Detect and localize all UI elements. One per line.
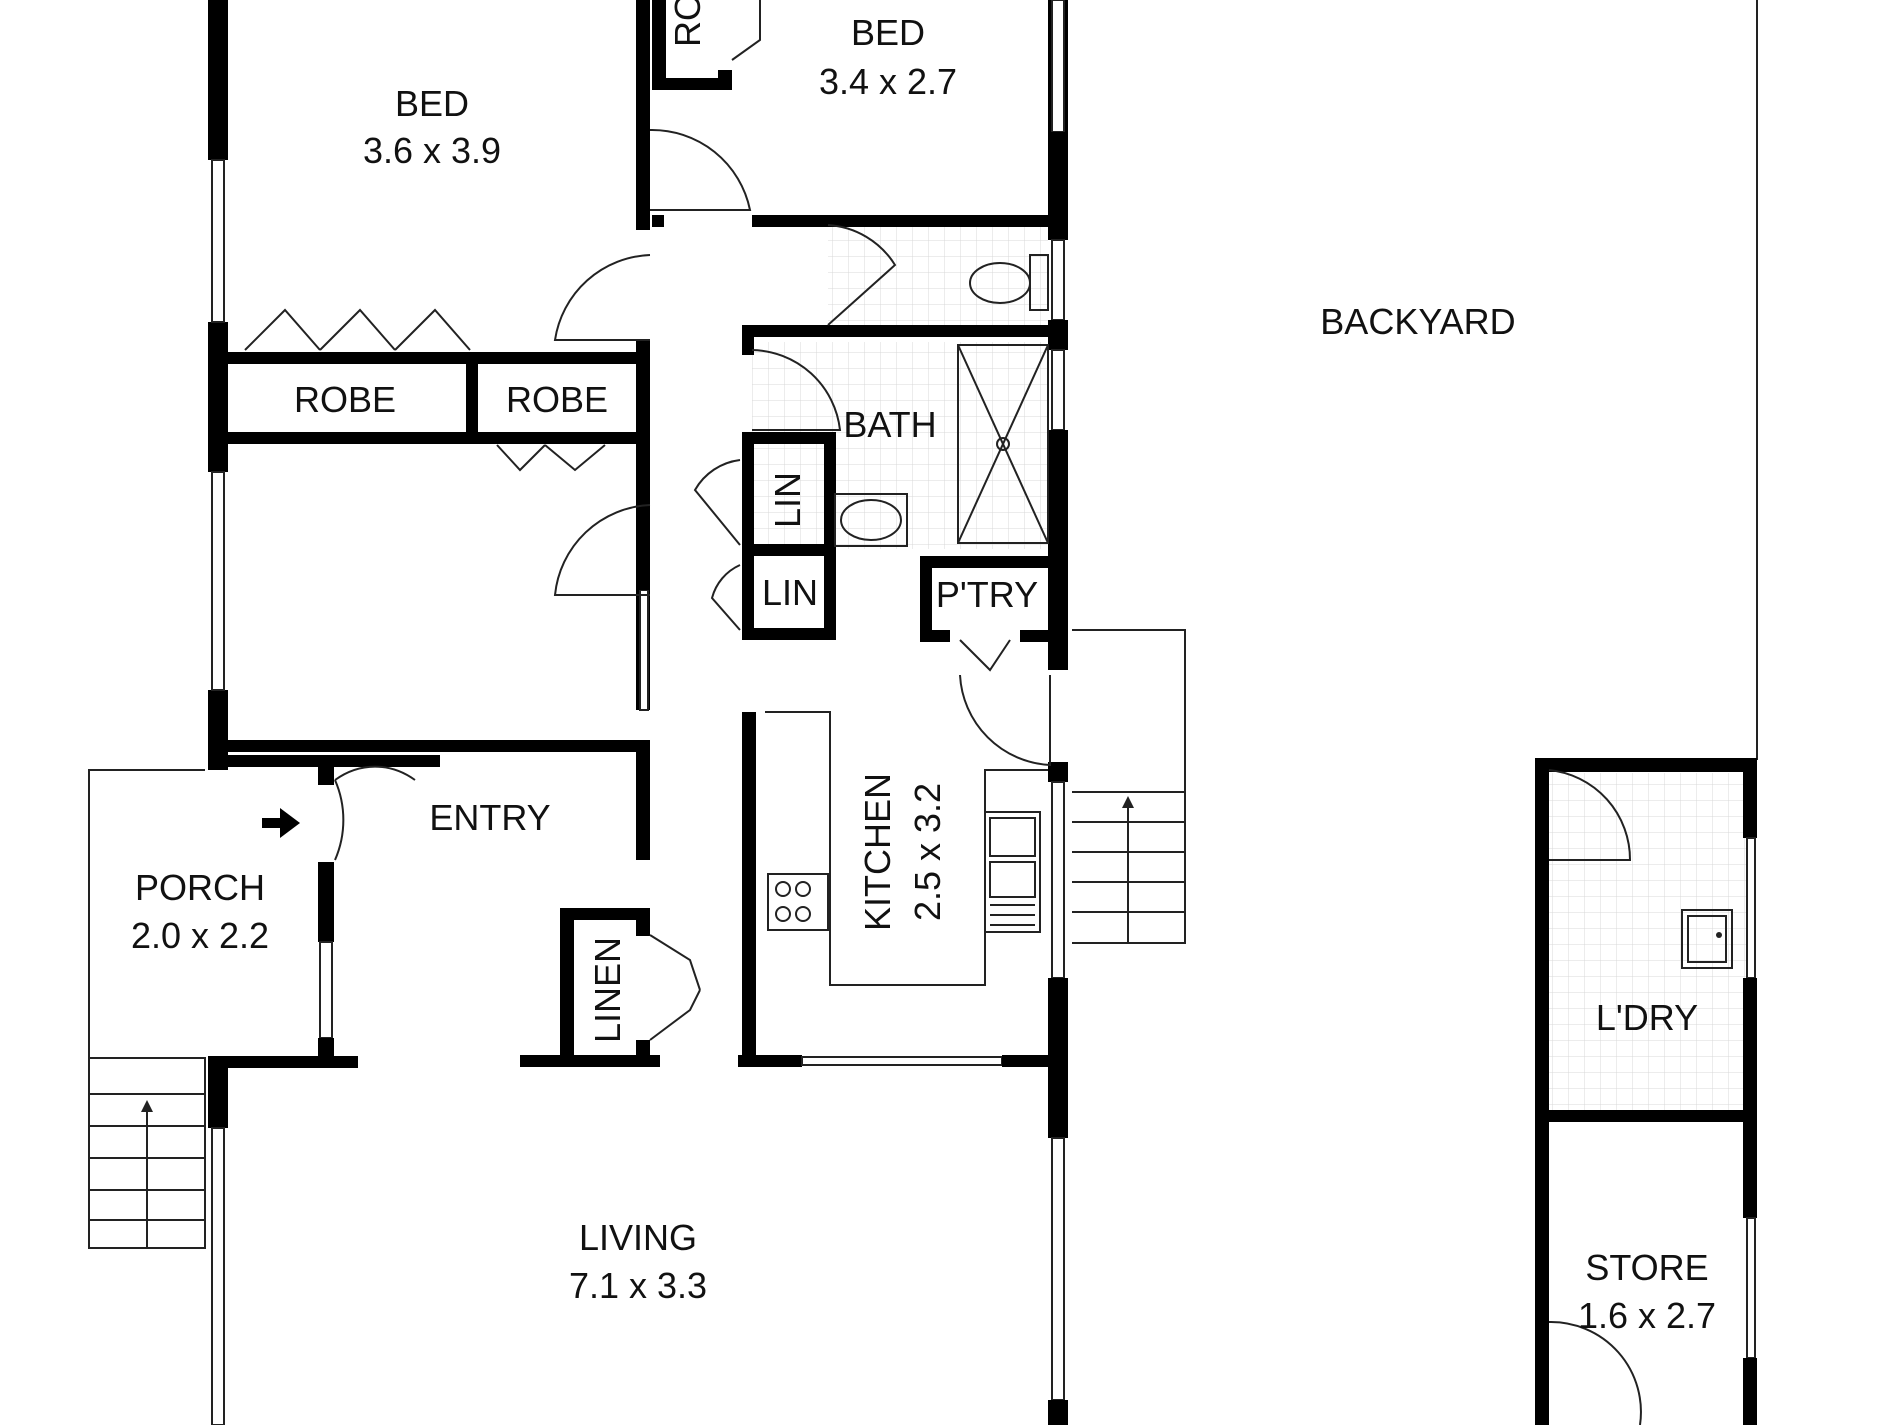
laundry-tub-icon xyxy=(1681,909,1733,969)
room-size-living: 7.1 x 3.3 xyxy=(569,1265,707,1306)
kitchen-sink-icon xyxy=(984,811,1041,933)
room-name-bath: BATH xyxy=(843,404,936,445)
room-name-entry: ENTRY xyxy=(429,797,550,838)
room-name-laundry: L'DRY xyxy=(1596,997,1698,1038)
porch-outline xyxy=(88,769,205,1248)
room-size-store: 1.6 x 2.7 xyxy=(1578,1295,1716,1336)
room-size-bed2: 3.4 x 2.7 xyxy=(819,61,957,102)
walls xyxy=(208,0,1757,1425)
room-name-lin1: LIN xyxy=(767,472,808,528)
cooktop-icon xyxy=(767,873,829,931)
kitchen-bench xyxy=(765,711,1048,986)
room-name-linen: LINEN xyxy=(587,937,628,1043)
room-name-robe1: ROBE xyxy=(294,379,396,420)
shower-icon xyxy=(957,344,1049,544)
room-name-porch: PORCH xyxy=(135,867,265,908)
room-name-kitchen: KITCHEN xyxy=(857,773,898,931)
room-size-bed1: 3.6 x 3.9 xyxy=(363,130,501,171)
room-name-bed1: BED xyxy=(395,83,469,124)
room-name-robe2: ROBE xyxy=(506,379,608,420)
room-name-living: LIVING xyxy=(579,1217,697,1258)
tiled-floors xyxy=(752,225,1747,1111)
fixtures xyxy=(765,254,1733,986)
room-name-bed2: BED xyxy=(851,12,925,53)
doors xyxy=(244,0,1642,1425)
room-name-lin2: LIN xyxy=(762,572,818,613)
room-name-pantry: P'TRY xyxy=(936,574,1038,615)
room-size-porch: 2.0 x 2.2 xyxy=(131,915,269,956)
stairs-porch xyxy=(88,1057,206,1249)
entry-arrow-icon xyxy=(262,808,300,838)
room-name-backyard: BACKYARD xyxy=(1320,301,1515,342)
basin-icon xyxy=(834,493,908,547)
toilet-icon xyxy=(969,254,1049,311)
stairs-kitchen xyxy=(1072,629,1186,944)
room-size-kitchen: 2.5 x 3.2 xyxy=(907,783,948,921)
room-name-store: STORE xyxy=(1585,1247,1708,1288)
room-name-robe-top: RO xyxy=(667,0,708,47)
